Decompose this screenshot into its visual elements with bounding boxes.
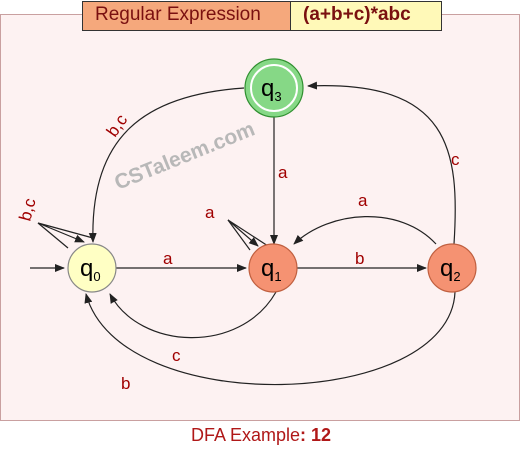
edge-label-q1-q2: b bbox=[355, 249, 364, 268]
edge-label-q2-q0: b bbox=[121, 374, 130, 393]
watermark: CSTaleem.com bbox=[111, 117, 258, 194]
edge-q1-q1 bbox=[227, 219, 269, 247]
state-q1-circle bbox=[248, 243, 298, 293]
edge-q0-q0-tail bbox=[37, 222, 69, 249]
state-q0-label: q0 bbox=[80, 255, 101, 284]
state-q0: q0 bbox=[67, 243, 117, 293]
edge-label-q2-q3: c bbox=[451, 150, 460, 169]
state-q1-label: q1 bbox=[261, 255, 282, 284]
state-q2-label: q2 bbox=[440, 255, 461, 284]
state-q3: q3 bbox=[244, 58, 304, 118]
edge-label-q2-q1: a bbox=[358, 191, 368, 210]
regex-header-expression: (a+b+c)*abc bbox=[291, 2, 441, 30]
state-q2-circle bbox=[427, 243, 477, 293]
caption-separator: : bbox=[300, 425, 311, 445]
edge-q1-q1-tail bbox=[227, 219, 251, 251]
edge-q2-q0 bbox=[84, 291, 456, 386]
edge-label-q3-q1: a bbox=[278, 163, 288, 182]
state-q3-circle bbox=[250, 64, 298, 112]
edge-label-q3-q0: b,c bbox=[103, 110, 132, 140]
edge-q3-q0 bbox=[88, 87, 245, 243]
state-q1: q1 bbox=[248, 243, 298, 293]
regex-header: Regular Expression (a+b+c)*abc bbox=[82, 1, 442, 31]
edge-label-q1-q0: c bbox=[172, 346, 181, 365]
caption-prefix: DFA Example bbox=[190, 425, 300, 445]
edge-q0-q0 bbox=[37, 222, 94, 243]
edge-q1-q0 bbox=[109, 291, 277, 339]
state-q0-circle bbox=[67, 243, 117, 293]
edge-label-q1-q1: a bbox=[205, 203, 215, 222]
regex-header-label: Regular Expression bbox=[83, 2, 291, 30]
edge-label-q0-q1: a bbox=[163, 249, 173, 268]
state-q3-label: q3 bbox=[261, 75, 282, 104]
state-q2: q2 bbox=[427, 243, 477, 293]
edge-label-q0-q0: b,c bbox=[16, 196, 40, 223]
diagram-caption: DFA Example: 12 bbox=[0, 425, 522, 446]
edge-q2-q3 bbox=[307, 81, 456, 245]
caption-number: 12 bbox=[311, 425, 332, 445]
edge-q2-q1 bbox=[293, 216, 437, 245]
